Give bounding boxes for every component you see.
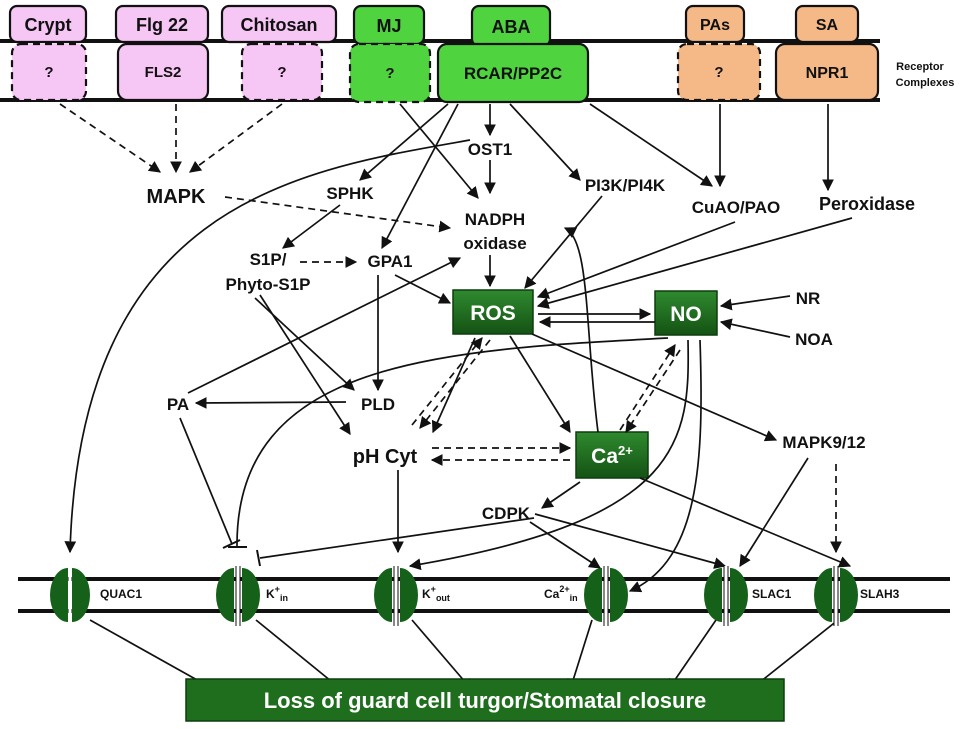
dashed-arrows bbox=[59, 103, 842, 554]
slah3-channel: SLAH3 bbox=[814, 566, 900, 626]
fls2-receptor: FLS2 bbox=[145, 64, 182, 81]
sa-complex: SA NPR1 bbox=[774, 4, 880, 102]
slac1-channel: SLAC1 bbox=[704, 566, 792, 626]
crypt-receptor: ? bbox=[44, 64, 53, 81]
pa-node: PA bbox=[167, 395, 189, 414]
cain-sub: in bbox=[570, 593, 578, 603]
pas-label: PAs bbox=[700, 17, 730, 34]
svg-text:Ca2+in: Ca2+in bbox=[544, 584, 578, 603]
chitosan-label: Chitosan bbox=[240, 15, 317, 35]
receptor-complexes-label-2: Complexes bbox=[896, 77, 955, 89]
svg-text:K+in: K+in bbox=[266, 584, 288, 603]
kin-label: K bbox=[266, 587, 275, 601]
flg22-label: Flg 22 bbox=[136, 15, 188, 35]
kin-channel: K+in bbox=[216, 566, 288, 626]
ca-label: Ca bbox=[591, 445, 618, 468]
pas-receptor: ? bbox=[714, 64, 723, 81]
nadph-node-line2: oxidase bbox=[463, 234, 526, 253]
cain-sup: 2+ bbox=[559, 584, 569, 594]
nadph-node-line1: NADPH bbox=[465, 210, 525, 229]
cain-label: Ca bbox=[544, 587, 560, 601]
mj-complex: MJ ? bbox=[348, 4, 432, 104]
mapk912-node: MAPK9/12 bbox=[782, 433, 865, 452]
ost1-node: OST1 bbox=[468, 140, 512, 159]
quac1-channel: QUAC1 bbox=[50, 566, 142, 626]
noa-node: NOA bbox=[795, 330, 833, 349]
svg-text:Ca2+: Ca2+ bbox=[591, 443, 633, 468]
outcome-label: Loss of guard cell turgor/Stomatal closu… bbox=[264, 688, 707, 713]
ph-cyt-node: pH Cyt bbox=[353, 446, 418, 468]
peroxidase-node: Peroxidase bbox=[819, 194, 915, 214]
pi3k-pi4k-node: PI3K/PI4K bbox=[585, 176, 666, 195]
slah3-label: SLAH3 bbox=[860, 587, 900, 601]
cain-channel: Ca2+in bbox=[544, 566, 628, 626]
inhibition-lines bbox=[179, 337, 669, 567]
kin-sub: in bbox=[280, 593, 288, 603]
sa-label: SA bbox=[816, 17, 839, 34]
nr-node: NR bbox=[796, 289, 821, 308]
crypt-complex: Crypt ? bbox=[8, 4, 88, 102]
pas-complex: PAs ? bbox=[676, 4, 762, 102]
mj-label: MJ bbox=[376, 16, 401, 36]
kout-sub: out bbox=[436, 593, 450, 603]
receptor-complexes-label-1: Receptor bbox=[896, 61, 944, 73]
quac1-label: QUAC1 bbox=[100, 587, 142, 601]
pld-node: PLD bbox=[361, 395, 395, 414]
kout-channel: K+out bbox=[374, 566, 450, 626]
svg-text:K+out: K+out bbox=[422, 584, 450, 603]
gpa1-node: GPA1 bbox=[367, 252, 412, 271]
mj-receptor: ? bbox=[385, 65, 394, 82]
aba-label: ABA bbox=[492, 17, 531, 37]
kout-sup: + bbox=[431, 584, 436, 594]
kin-sup: + bbox=[275, 584, 280, 594]
kout-label: K bbox=[422, 587, 431, 601]
flg22-complex: Flg 22 FLS2 bbox=[114, 4, 210, 102]
aba-complex: ABA RCAR/PP2C bbox=[436, 4, 590, 104]
sphk-node: SPHK bbox=[326, 184, 374, 203]
s1p-node-line1: S1P/ bbox=[250, 250, 287, 269]
s1p-node-line2: Phyto-S1P bbox=[225, 275, 310, 294]
npr1-receptor: NPR1 bbox=[806, 65, 849, 82]
ros-label: ROS bbox=[470, 302, 516, 325]
cuao-pao-node: CuAO/PAO bbox=[692, 198, 780, 217]
no-box: NO bbox=[654, 290, 718, 336]
chitosan-complex: Chitosan ? bbox=[220, 4, 338, 102]
chitosan-receptor: ? bbox=[277, 64, 286, 81]
outcome-box: Loss of guard cell turgor/Stomatal closu… bbox=[185, 678, 785, 722]
crypt-label: Crypt bbox=[24, 15, 71, 35]
no-label: NO bbox=[670, 303, 702, 326]
mapk-node: MAPK bbox=[147, 186, 206, 208]
ca-box: Ca2+ bbox=[575, 431, 649, 479]
slac1-label: SLAC1 bbox=[752, 587, 792, 601]
ca-superscript: 2+ bbox=[618, 443, 633, 458]
rcar-pp2c-receptor: RCAR/PP2C bbox=[464, 64, 562, 83]
ros-box: ROS bbox=[452, 289, 534, 335]
cdpk-node: CDPK bbox=[482, 504, 531, 523]
